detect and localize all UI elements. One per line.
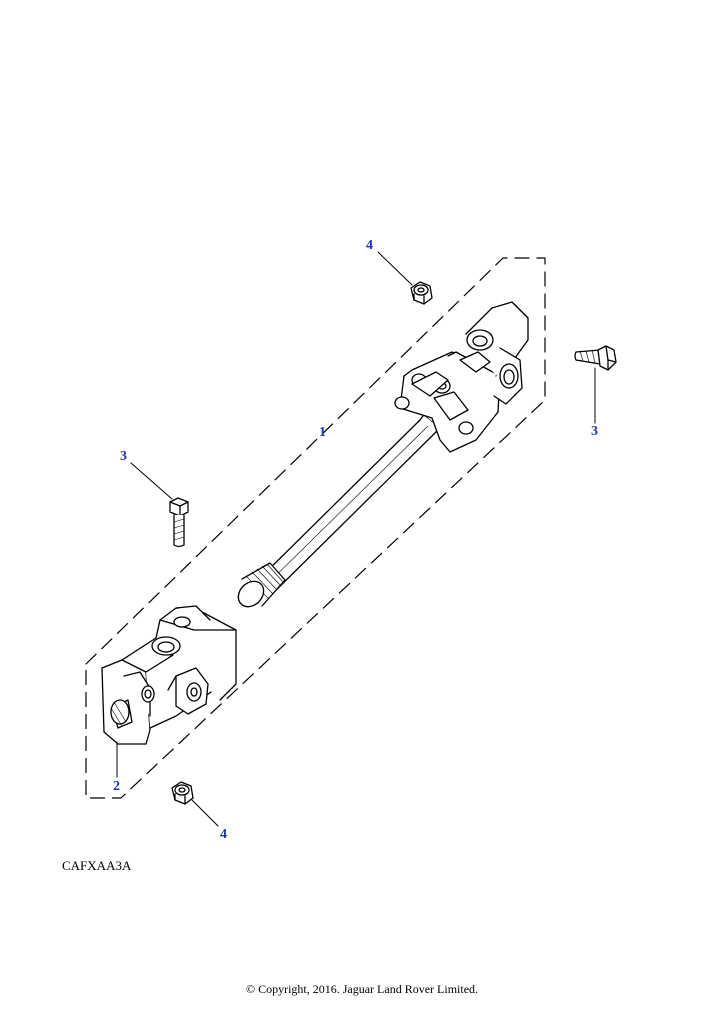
- callout-3-bolt-right[interactable]: 3: [591, 424, 598, 439]
- nut-bottom[interactable]: [171, 781, 194, 805]
- callout-4-nut-bottom[interactable]: 4: [220, 827, 227, 842]
- drawing-code: CAFXAA3A: [62, 858, 132, 873]
- callout-3-bolt-left[interactable]: 3: [120, 449, 127, 464]
- callout-2-lower-joint[interactable]: 2: [113, 779, 120, 794]
- nut-top[interactable]: [410, 281, 433, 305]
- bolt-right[interactable]: [574, 345, 617, 371]
- leader-lines: [116, 251, 596, 827]
- assembly-boundary: [85, 257, 546, 799]
- bolt-left[interactable]: [169, 497, 189, 548]
- copyright-notice: © Copyright, 2016. Jaguar Land Rover Lim…: [245, 982, 479, 996]
- steering-shaft[interactable]: [233, 403, 453, 612]
- callout-1-shaft[interactable]: 1: [319, 425, 326, 440]
- upper-universal-joint[interactable]: [394, 301, 529, 453]
- lower-universal-joint[interactable]: [101, 605, 237, 745]
- callout-4-nut-top[interactable]: 4: [366, 238, 373, 253]
